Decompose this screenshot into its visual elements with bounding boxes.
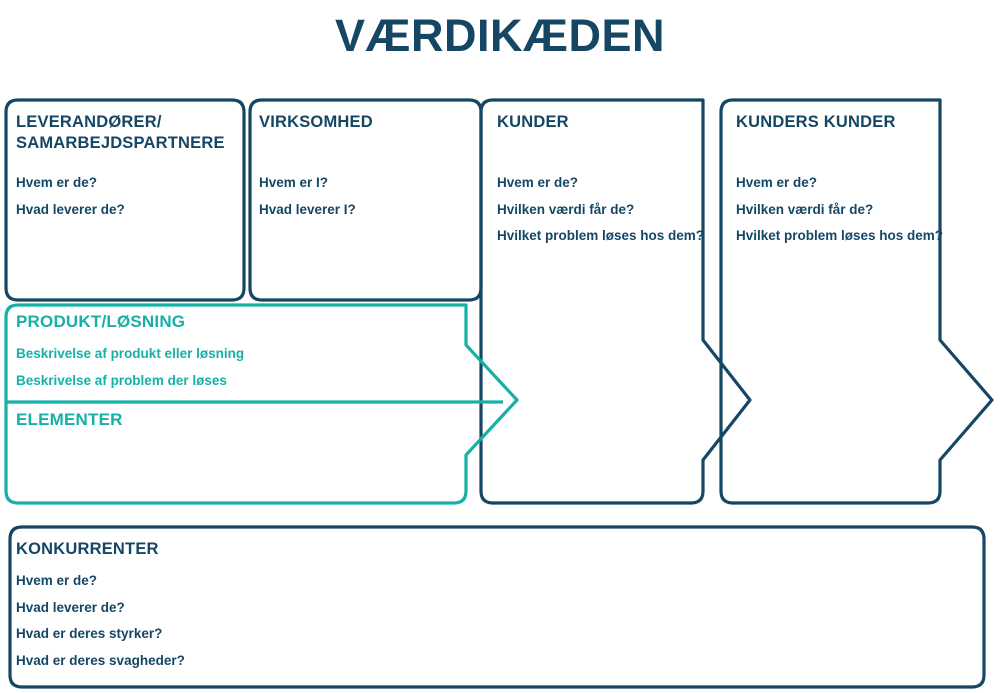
panel-virksomhed[interactable]: VIRKSOMHED Hvem er I? Hvad leverer I? <box>259 112 475 223</box>
panel-leverandorer[interactable]: LEVERANDØRER/ SAMARBEJDSPARTNERE Hvem er… <box>16 112 238 223</box>
page-title: VÆRDIKÆDEN <box>334 10 666 61</box>
panel-title-kunders-kunder: KUNDERS KUNDER <box>736 113 896 131</box>
panel-line: Hvem er de? <box>16 573 98 588</box>
panel-line: Hvad er deres svagheder? <box>16 652 185 668</box>
panel-title-konkurrenter: KONKURRENTER <box>16 540 159 558</box>
panel-lines-leverandorer: Hvem er de? Hvad leverer de? <box>16 170 238 223</box>
panel-kunders-kunder[interactable]: KUNDERS KUNDER Hvem er de? Hvilken værdi… <box>736 112 958 250</box>
panel-title-virksomhed: VIRKSOMHED <box>259 113 373 131</box>
panel-lines-produkt-losning: Beskrivelse af produkt eller løsning Bes… <box>16 341 456 394</box>
panel-line: Hvem er de? <box>497 175 579 190</box>
panel-konkurrenter[interactable]: KONKURRENTER Hvem er de? Hvad leverer de… <box>16 539 956 674</box>
panel-title-kunder: KUNDER <box>497 113 569 131</box>
panel-line: Beskrivelse af produkt eller løsning <box>16 346 245 361</box>
panel-line: Hvilket problem løses hos dem? <box>497 228 705 243</box>
panel-line: Hvilket problem løses hos dem? <box>736 228 944 243</box>
panel-title-leverandorer: LEVERANDØRER/ SAMARBEJDSPARTNERE <box>16 113 225 152</box>
panel-kunder[interactable]: KUNDER Hvem er de? Hvilken værdi får de?… <box>497 112 707 250</box>
panel-line: Hvad leverer I? <box>259 201 356 217</box>
panel-line: Hvilken værdi får de? <box>736 201 874 217</box>
panel-line: Hvem er de? <box>16 175 98 190</box>
panel-lines-kunder: Hvem er de? Hvilken værdi får de? Hvilke… <box>497 170 707 250</box>
panel-line: Beskrivelse af problem der løses <box>16 372 227 388</box>
panel-line: Hvem er I? <box>259 175 329 190</box>
panel-line: Hvad leverer de? <box>16 599 125 615</box>
panel-line: Hvilken værdi får de? <box>497 201 635 217</box>
panel-lines-kunders-kunder: Hvem er de? Hvilken værdi får de? Hvilke… <box>736 170 958 250</box>
product-solution-section[interactable]: PRODUKT/LØSNING Beskrivelse af produkt e… <box>16 311 456 394</box>
panel-title-produkt-losning: PRODUKT/LØSNING <box>16 312 186 331</box>
panel-line: Hvad leverer de? <box>16 201 125 217</box>
panel-line: Hvem er de? <box>736 175 818 190</box>
elementer-section[interactable]: ELEMENTER <box>16 409 456 430</box>
panel-lines-konkurrenter: Hvem er de? Hvad leverer de? Hvad er der… <box>16 568 956 674</box>
panel-line: Hvad er deres styrker? <box>16 626 163 641</box>
panel-lines-virksomhed: Hvem er I? Hvad leverer I? <box>259 170 475 223</box>
panel-title-elementer: ELEMENTER <box>16 410 123 429</box>
